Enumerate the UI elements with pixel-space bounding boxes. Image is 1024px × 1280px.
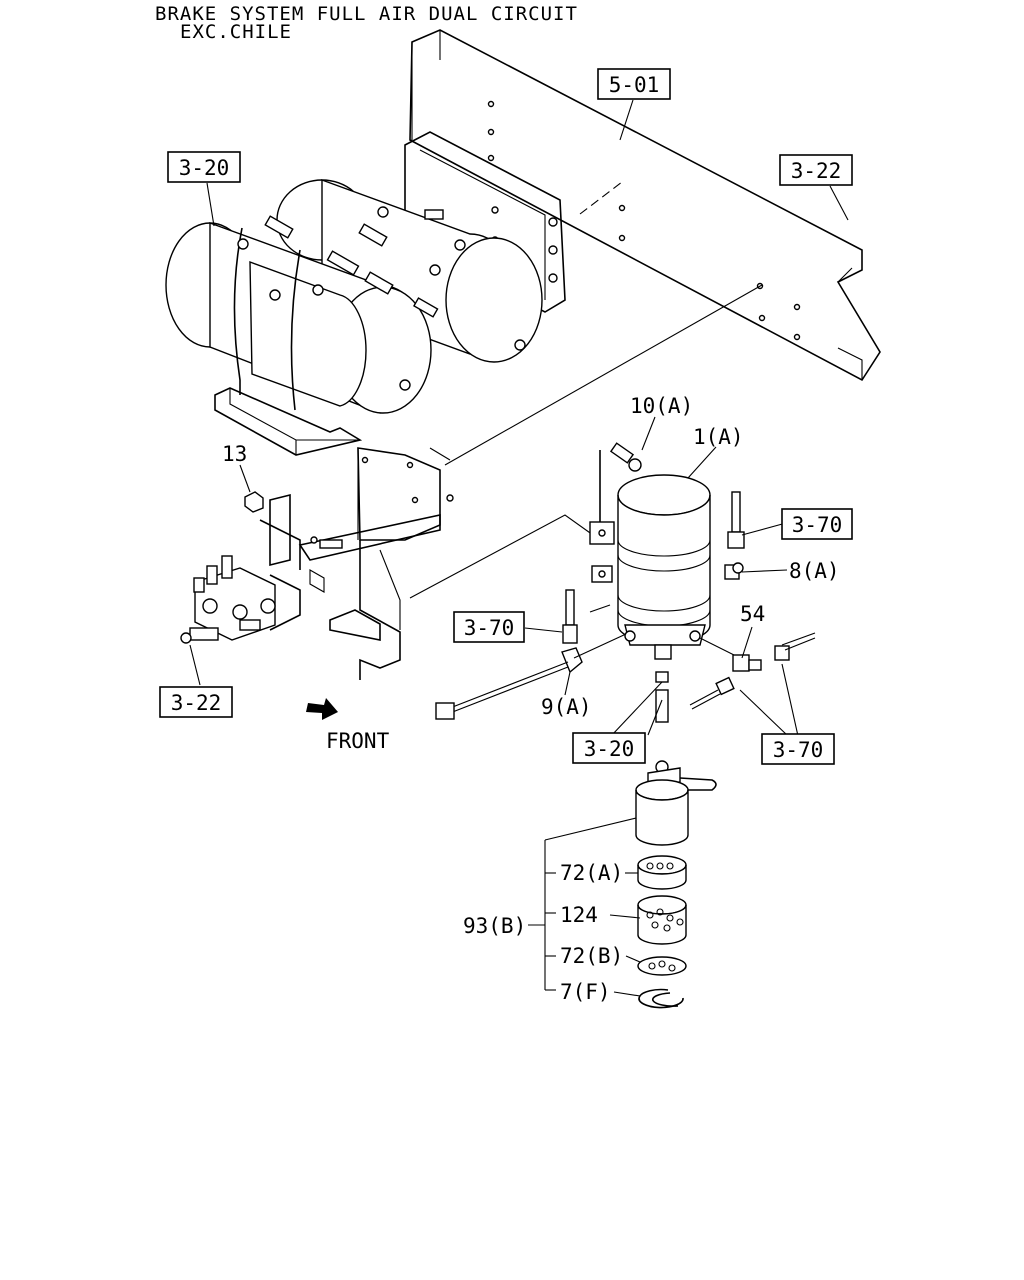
front-arrow-icon [306, 698, 338, 720]
ref-label-3-20-bottom: 3-20 [584, 737, 635, 761]
leader-lines [189, 99, 849, 997]
part-label-9a: 9(A) [541, 695, 592, 719]
ref-box-5-01[interactable]: 5-01 [597, 68, 671, 100]
ref-label-3-70-a: 3-70 [792, 513, 843, 537]
air-dryer [435, 442, 816, 720]
part-label-124: 124 [560, 903, 598, 927]
part-label-1a: 1(A) [693, 425, 744, 449]
part-label-72a: 72(A) [560, 861, 623, 885]
ref-box-3-22-bottom[interactable]: 3-22 [159, 686, 233, 718]
ref-box-3-20-top[interactable]: 3-20 [167, 151, 241, 183]
ref-box-3-70-b[interactable]: 3-70 [453, 611, 525, 643]
part-label-10a: 10(A) [630, 394, 693, 418]
part-label-72b: 72(B) [560, 944, 623, 968]
ref-label-3-22-bottom: 3-22 [171, 691, 222, 715]
ref-box-3-22-top[interactable]: 3-22 [779, 154, 853, 186]
diagram-title-line1: BRAKE SYSTEM FULL AIR DUAL CIRCUIT [155, 3, 578, 25]
diagram-title-line2: EXC.CHILE [180, 21, 292, 43]
ref-label-3-70-b: 3-70 [464, 616, 515, 640]
front-direction-label: FRONT [326, 729, 390, 753]
part-label-8a: 8(A) [789, 559, 840, 583]
drain-valve-assembly [635, 671, 717, 1009]
part-label-93b: 93(B) [463, 914, 526, 938]
part-label-13: 13 [222, 442, 247, 466]
ref-label-3-70-c: 3-70 [773, 738, 824, 762]
valve-bracket-assembly [180, 447, 454, 680]
part-label-7f: 7(F) [560, 980, 611, 1004]
ref-box-3-70-a[interactable]: 3-70 [781, 508, 853, 540]
ref-box-3-70-c[interactable]: 3-70 [761, 733, 835, 765]
air-tank-assembly [165, 131, 566, 456]
ref-label-3-20-top: 3-20 [179, 156, 230, 180]
ref-box-3-20-bottom[interactable]: 3-20 [572, 732, 646, 764]
part-label-54: 54 [740, 602, 765, 626]
ref-label-3-22-top: 3-22 [791, 159, 842, 183]
ref-label-5-01: 5-01 [609, 73, 660, 97]
